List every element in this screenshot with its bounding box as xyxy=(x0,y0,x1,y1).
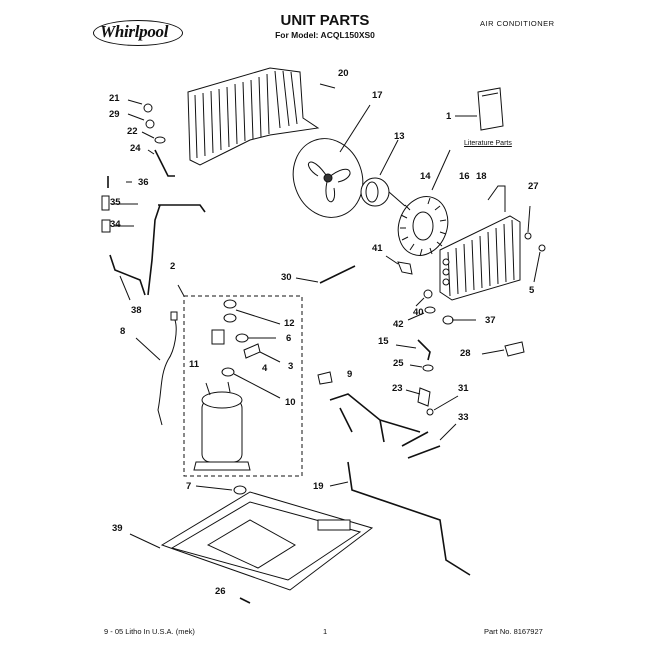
callout-31: 31 xyxy=(458,383,469,394)
callout-11: 11 xyxy=(189,359,200,370)
callout-8: 8 xyxy=(120,326,126,337)
screw-5 xyxy=(538,244,546,252)
callout-18: 18 xyxy=(476,171,487,182)
callout-35: 36 xyxy=(138,177,149,188)
callout-16: 16 xyxy=(459,171,470,182)
fan-motor-part xyxy=(360,139,406,207)
page-title: UNIT PARTS xyxy=(280,12,370,29)
callout-5: 5 xyxy=(529,285,535,296)
overload-wire-part xyxy=(135,311,178,426)
callout-34: 35 xyxy=(110,197,121,208)
evaporator-coil-part xyxy=(439,185,521,301)
tube-34 xyxy=(401,431,441,459)
callout-12: 12 xyxy=(284,318,295,329)
callout-27: 27 xyxy=(528,181,539,192)
callout-21: 21 xyxy=(109,93,120,104)
footer-page-number: 1 xyxy=(323,627,328,636)
callout-30: 30 xyxy=(281,272,292,283)
callout-36: 37 xyxy=(485,315,496,326)
callout-28: 28 xyxy=(460,348,471,359)
compressor-assembly-box xyxy=(183,295,303,477)
screw-31 xyxy=(319,265,356,284)
callout-17: 17 xyxy=(372,90,383,101)
callout-6: 6 xyxy=(286,333,292,344)
base-pan-part xyxy=(129,491,374,591)
valve-small-parts xyxy=(395,339,459,416)
compressor-part xyxy=(193,381,251,471)
callout-9: 9 xyxy=(347,369,353,380)
capillary-tubing-part xyxy=(109,204,206,301)
callout-4: 4 xyxy=(262,363,268,374)
callout-25: 25 xyxy=(393,358,404,369)
callout-20: 20 xyxy=(338,68,349,79)
bracket-29 xyxy=(504,341,525,357)
condenser-coil-part xyxy=(187,67,336,166)
callout-13: 13 xyxy=(394,131,405,142)
compressor-small-parts xyxy=(211,299,281,399)
discharge-tube-part xyxy=(329,393,421,443)
screw-27 xyxy=(524,232,532,240)
callout-22: 22 xyxy=(127,126,138,137)
callout-10: 10 xyxy=(285,397,296,408)
callout-26: 26 xyxy=(215,586,226,597)
callout-23: 23 xyxy=(392,383,403,394)
model-subtitle: For Model: ACQL150XS0 xyxy=(275,30,375,40)
product-category: AIR CONDITIONER xyxy=(480,19,555,28)
brand-logo-ring xyxy=(93,20,183,46)
footer-print-info: 9 - 05 Litho In U.S.A. (mek) xyxy=(104,627,195,636)
callout-40: 41 xyxy=(372,243,383,254)
callout-7: 7 xyxy=(186,481,192,492)
callout-41: 42 xyxy=(393,319,404,330)
literature-parts-label: Literature Parts xyxy=(464,140,512,147)
callout-29: 29 xyxy=(109,109,120,120)
callout-19: 19 xyxy=(313,481,324,492)
brand-logo: Whirlpool xyxy=(100,22,169,41)
callout-39: 40 xyxy=(413,307,424,318)
blower-wheel-part xyxy=(397,149,451,257)
callout-3: 3 xyxy=(288,361,294,372)
small-fasteners-upper-left xyxy=(101,99,175,233)
callout-15: 15 xyxy=(378,336,389,347)
right-side-small-parts xyxy=(385,255,476,325)
grommet-part xyxy=(233,485,247,495)
callout-24: 24 xyxy=(130,143,141,154)
clip-9 xyxy=(317,371,333,385)
callout-2: 2 xyxy=(170,261,176,272)
footer-part-number: Part No. 8167927 xyxy=(484,627,543,636)
callout-33: 34 xyxy=(110,219,121,230)
callout-38: 39 xyxy=(112,523,123,534)
callout-37: 38 xyxy=(131,305,142,316)
callout-32: 33 xyxy=(458,412,469,423)
screw-26 xyxy=(239,597,251,604)
literature-parts-part xyxy=(455,87,504,131)
callout-14: 14 xyxy=(420,171,431,182)
fan-blade-part xyxy=(292,104,371,218)
drain-tube-part xyxy=(347,461,471,576)
callout-1: 1 xyxy=(446,111,452,122)
